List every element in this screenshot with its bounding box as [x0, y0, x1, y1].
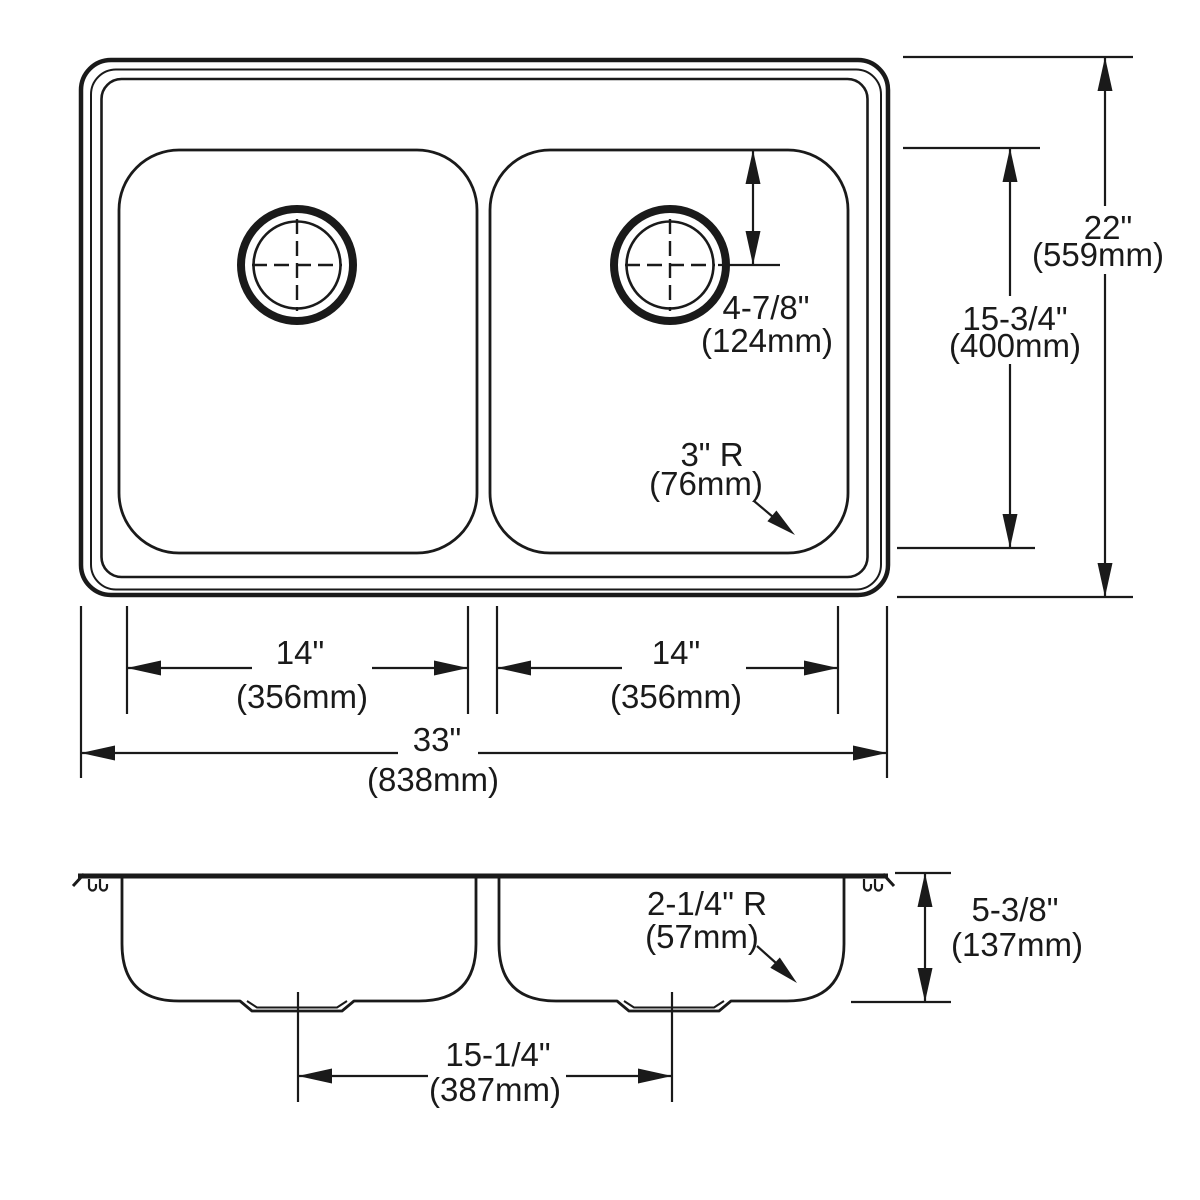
dim-bottom-radius-inches: 2-1/4" R: [647, 885, 767, 922]
arrow-down-icon: [745, 231, 761, 265]
drain-left-outer-ring: [237, 205, 357, 325]
arrow-left-icon: [298, 1068, 332, 1084]
rim-mid-edge: [90, 68, 882, 591]
leader-line: [756, 945, 777, 964]
leader-line: [753, 500, 774, 518]
bowl-right: [488, 148, 850, 555]
rim-lip-right: [881, 872, 896, 888]
dim-left-bowl-width: 14" (356mm): [127, 634, 468, 715]
bowl-left: [117, 148, 479, 555]
leader-arrow-icon: [770, 957, 797, 983]
dim-right-bowl-width: 14" (356mm): [497, 634, 838, 715]
arrow-right-icon: [638, 1068, 672, 1084]
mounting-clips: [87, 879, 884, 892]
dim-bowl-front-back-mm: (400mm): [949, 327, 1081, 364]
bottom-extension-lines: [79, 606, 889, 778]
arrow-up-icon: [745, 150, 761, 184]
arrow-right-icon: [434, 660, 468, 676]
clip-icon: [98, 879, 109, 892]
clip-icon: [862, 879, 873, 892]
arrow-left-icon: [127, 660, 161, 676]
dim-bowl-front-back: 15-3/4" (400mm): [897, 146, 1081, 550]
dim-depth: 5-3/8" (137mm): [851, 871, 1083, 1004]
arrow-left-icon: [81, 745, 115, 761]
dim-drain-offset-inches: 4-7/8": [723, 289, 810, 326]
arrow-right-icon: [853, 745, 887, 761]
arrow-down-icon: [917, 968, 933, 1002]
clip-icon: [873, 879, 884, 892]
dim-drain-spacing: 15-1/4" (387mm): [296, 992, 674, 1108]
arrow-down-icon: [1002, 514, 1018, 548]
rim-inner-deck-edge: [100, 77, 869, 579]
rim-outer-edge: [78, 57, 891, 598]
dim-drain-spacing-mm: (387mm): [429, 1071, 561, 1108]
arrow-right-icon: [804, 660, 838, 676]
arrow-up-icon: [917, 873, 933, 907]
rim-lip-left: [71, 872, 86, 888]
dim-depth-inches: 5-3/8": [972, 891, 1059, 928]
leader-arrow-icon: [767, 510, 795, 535]
sink-rim-outline: [78, 57, 891, 598]
dim-overall-width-mm: (838mm): [367, 761, 499, 798]
dim-overall-width: 33" (838mm): [81, 721, 887, 798]
dim-right-bowl-width-inches: 14": [652, 634, 700, 671]
dim-drain-offset-mm: (124mm): [701, 322, 833, 359]
drain-recess-right: [623, 1000, 725, 1009]
dim-drain-spacing-inches: 15-1/4": [445, 1036, 550, 1073]
dim-left-bowl-width-mm: (356mm): [236, 678, 368, 715]
dim-right-bowl-width-mm: (356mm): [610, 678, 742, 715]
dim-overall-front-back-mm: (559mm): [1032, 236, 1164, 273]
clip-icon: [87, 879, 98, 892]
dim-corner-radius: 3" R (76mm): [649, 436, 795, 535]
arrow-up-icon: [1002, 148, 1018, 182]
dim-bowl-front-back-inches: 15-3/4": [962, 300, 1067, 337]
dim-bottom-radius-mm: (57mm): [645, 918, 759, 955]
dim-corner-radius-inches: 3" R: [680, 436, 743, 473]
dim-overall-front-back-inches: 22": [1084, 209, 1132, 246]
drain-left: [237, 205, 357, 325]
dim-corner-radius-mm: (76mm): [649, 465, 763, 502]
arrow-down-icon: [1097, 563, 1113, 597]
dim-bottom-radius: 2-1/4" R (57mm): [645, 885, 797, 983]
drain-right: [610, 205, 730, 325]
section-view: 2-1/4" R (57mm) 5-3/8" (137mm) 15-1/4" (…: [71, 871, 1083, 1108]
arrow-up-icon: [1097, 57, 1113, 91]
dim-overall-width-inches: 33": [413, 721, 461, 758]
dim-left-bowl-width-inches: 14": [276, 634, 324, 671]
arrow-left-icon: [497, 660, 531, 676]
dim-drain-offset: 4-7/8" (124mm): [701, 150, 833, 359]
dim-overall-front-back: 22" (559mm): [897, 55, 1164, 599]
dim-depth-mm: (137mm): [951, 926, 1083, 963]
top-view: 4-7/8" (124mm) 3" R (76mm) 15-3/4" (400m…: [78, 55, 1164, 798]
